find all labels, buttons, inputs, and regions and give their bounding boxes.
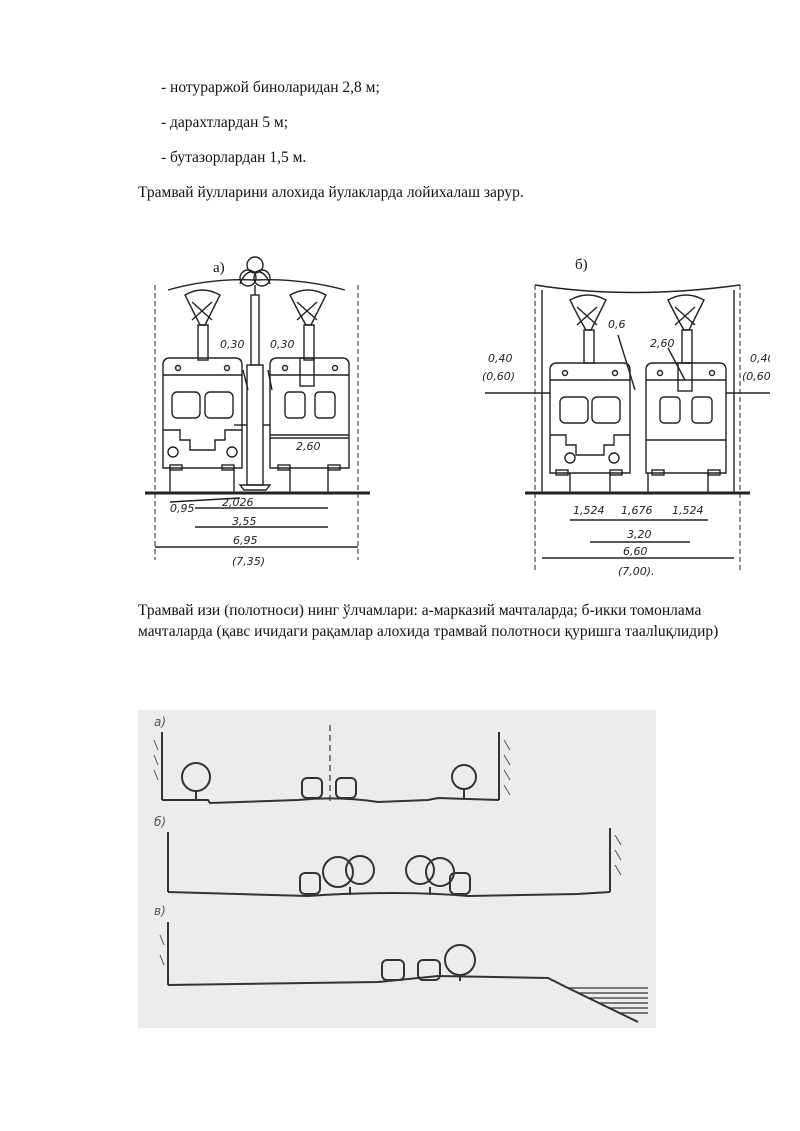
figure-caption: Трамвай изи (полотноси) нинг ўлчамлари: …	[138, 602, 719, 640]
dim-a-total-separate: (7,35)	[232, 555, 265, 568]
dim-b-left-bottom: (0,60)	[482, 370, 515, 383]
dim-b-track-mid: 1,676	[621, 504, 653, 517]
dim-a-offset: 0,95	[170, 502, 195, 515]
dim-a-top-right: 0,30	[270, 338, 295, 351]
dim-b-center: 0,6	[608, 318, 626, 331]
dim-a-top-left: 0,30	[220, 338, 245, 351]
bullet-trees: - дарахтлардан 5 м;	[161, 114, 289, 131]
dim-a-gauge: 2,026	[222, 496, 254, 509]
dim-a-total: 6,95	[233, 534, 258, 547]
profile-label-a: а)	[154, 715, 166, 729]
dim-b-total-separate: (7,00).	[618, 565, 655, 578]
profile-label-c: в)	[154, 904, 166, 918]
dim-b-right-top: 0,40	[750, 352, 770, 365]
figure-label-a: а)	[213, 260, 225, 276]
dim-b-left-top: 0,40	[488, 352, 513, 365]
dim-a-car-width: 2,60	[296, 440, 321, 453]
dim-b-right-bottom: (0,60)	[742, 370, 770, 383]
street-profile-figure: а) б) в)	[138, 710, 656, 1028]
profile-label-b: б)	[154, 815, 166, 829]
dim-b-track-right: 1,524	[672, 504, 704, 517]
dim-b-total: 6,60	[623, 545, 648, 558]
dim-b-car-width: 2,60	[650, 337, 675, 350]
bullet-buildings: - нотураржой биноларидан 2,8 м;	[161, 79, 380, 96]
bullet-bushes: - бутазорлардан 1,5 м.	[161, 149, 307, 166]
dim-a-span: 3,55	[232, 515, 257, 528]
dim-b-span: 3,20	[627, 528, 652, 541]
dim-b-track-left: 1,524	[573, 504, 605, 517]
body-sentence: Трамвай йулларини алохида йулакларда лой…	[138, 184, 524, 201]
figure-label-b: б)	[575, 257, 588, 273]
tram-track-figure: а) б) 0,30 0,30 2,60 0,95 2,026 3,55 6,9…	[145, 256, 770, 578]
